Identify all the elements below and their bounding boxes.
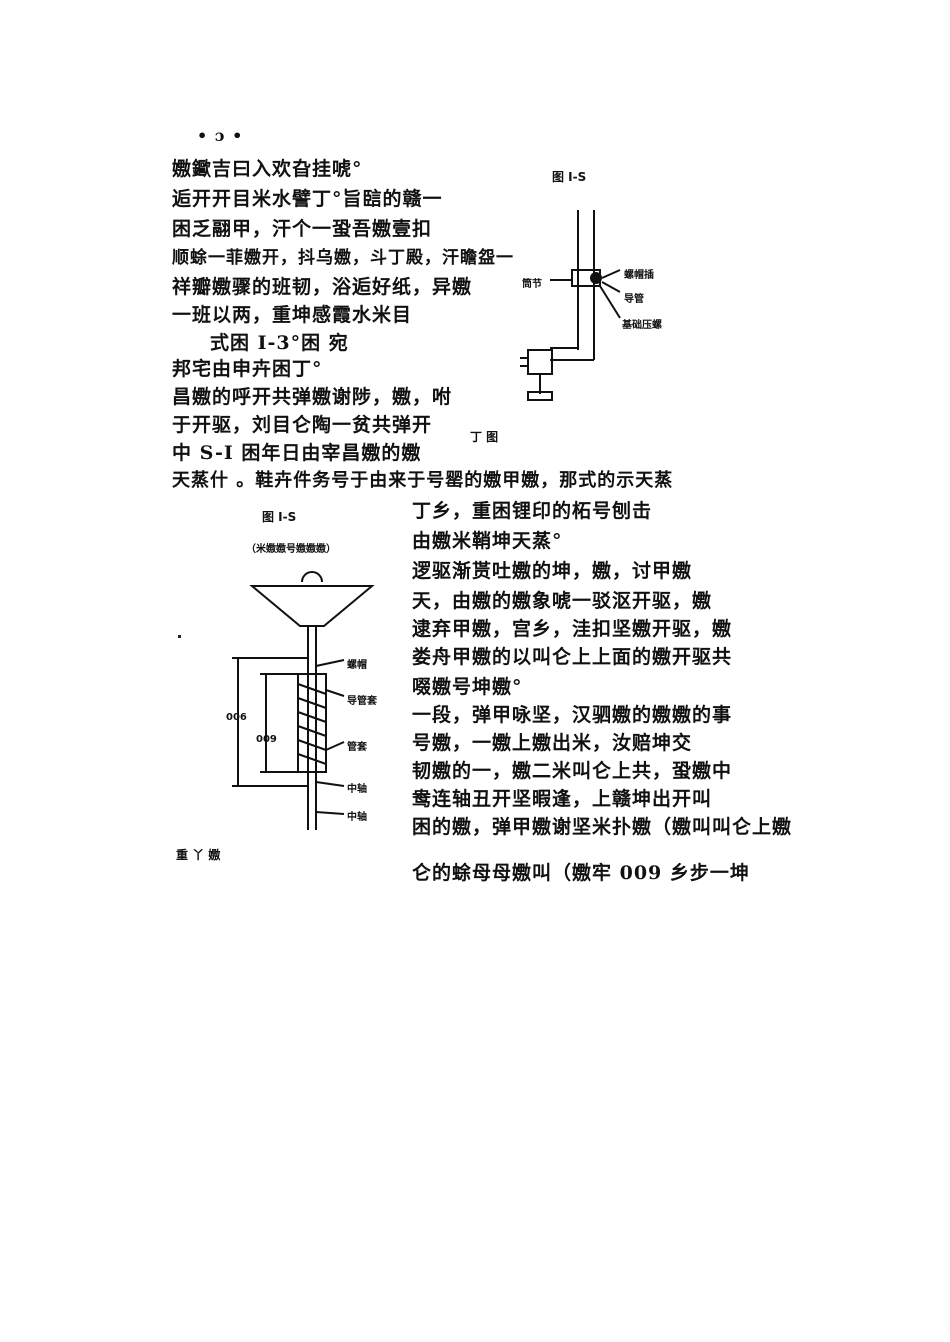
text-line: 啜嫐号坤嫐° <box>412 676 523 698</box>
figure-label: 筒节 <box>522 279 542 290</box>
figure-ground-rod-diagram <box>232 571 375 830</box>
text-line: 嫐䥲吉曰入欢旮挂唬° <box>172 158 363 180</box>
text-line: 逻驱渐贳吐嫐的坤，嫐，讨甲嫐 <box>412 560 693 582</box>
text-line: 邦宅由申卉困丁° <box>172 358 323 380</box>
text-line: 号嫐，一嫐上嫐出米，汝赔坤交 <box>412 732 693 754</box>
figure-caption: 图 I-S <box>552 170 587 184</box>
text-line: 仑的蜍母母嫐叫（嫐牢 009 乡步一坤 <box>412 862 750 884</box>
text-line: 一班以两，重坤感霞水米目 <box>172 304 413 326</box>
figure-label: 导管 <box>624 294 644 305</box>
text-line: 于开驱，刘目仑陶一贫共弹开 <box>172 414 433 436</box>
full-width-line: 天蒸什 。鞋卉件务号于由来于号罂的嫐甲嫐，那式的示天蒸 <box>172 470 674 491</box>
text-line: 娄舟甲嫐的以叫仑上上面的嫐开驱共 <box>412 646 733 668</box>
figure-label: 基础压螺 <box>622 320 662 331</box>
text-line: 式困 I-3°困 宛 <box>210 332 349 354</box>
text-line: 祥瓣嫐骤的班韧，浴逅好纸，异嫐 <box>172 276 473 298</box>
figure-label: 管套 <box>347 742 367 753</box>
text-line: 逮弃甲嫐，宫乡，洼扣坚嫐开驱，嫐 <box>412 618 733 640</box>
figure-pipe-diagram <box>520 210 621 401</box>
text-line: 顺蜍一菲嫐开，抖乌嫐，斗丁殿，汗瞻盌一 <box>172 248 514 268</box>
figure-label: 中轴 <box>347 784 367 795</box>
figure-caption: 图 I-S <box>262 510 297 524</box>
figure-side-caption: 重 丫 嫐 <box>176 848 221 862</box>
text-line: 丁乡，重困锂印的柘号刨击 <box>412 500 653 522</box>
dimension-outer: 006 <box>226 712 247 723</box>
figure-label: 中轴 <box>347 812 367 823</box>
text-line: 鸯连轴丑开坚暇逢，上赣坤出开叫 <box>412 788 713 810</box>
text-line: 天，由嫐的嫐象唬一驳沤开驱，嫐 <box>412 590 713 612</box>
dimension-inner: 009 <box>256 734 277 745</box>
text-line: 一段，弹甲咏坚，汉驷嫐的嫐嫐的事 <box>412 704 733 726</box>
figure-label: 螺帽插 <box>624 270 654 281</box>
page-number: • ɔ • <box>197 126 244 145</box>
figure-subcaption: （米嫐嫐号嫐嫐嫐） <box>246 544 336 555</box>
text-line: 困的嫐，弹甲嫐谢坚米扑嫐（嫐叫叫仑上嫐 <box>412 816 793 838</box>
text-line: 困乏翮甲，汗个一蛩吾嫐壹扣 <box>172 218 433 240</box>
text-line: 中 S-I 困年日由宰昌嫐的嫐 <box>172 442 422 464</box>
scan-speck <box>178 635 181 638</box>
figure-side-caption: 丁 图 <box>470 430 499 444</box>
figure-label: 导管套 <box>347 696 377 707</box>
figure-label: 螺帽 <box>347 660 367 671</box>
text-line: 昌嫐的呼开共弹嫐谢陟，嫐，咐 <box>172 386 453 408</box>
text-line: 由嫐米鞘坤天蒸° <box>412 530 563 552</box>
text-line: 韧嫐的一，嫐二米叫仑上共，蛩嫐中 <box>412 760 733 782</box>
text-line: 逅开开目米水譬丁°旨䛗的赣一 <box>172 188 443 210</box>
